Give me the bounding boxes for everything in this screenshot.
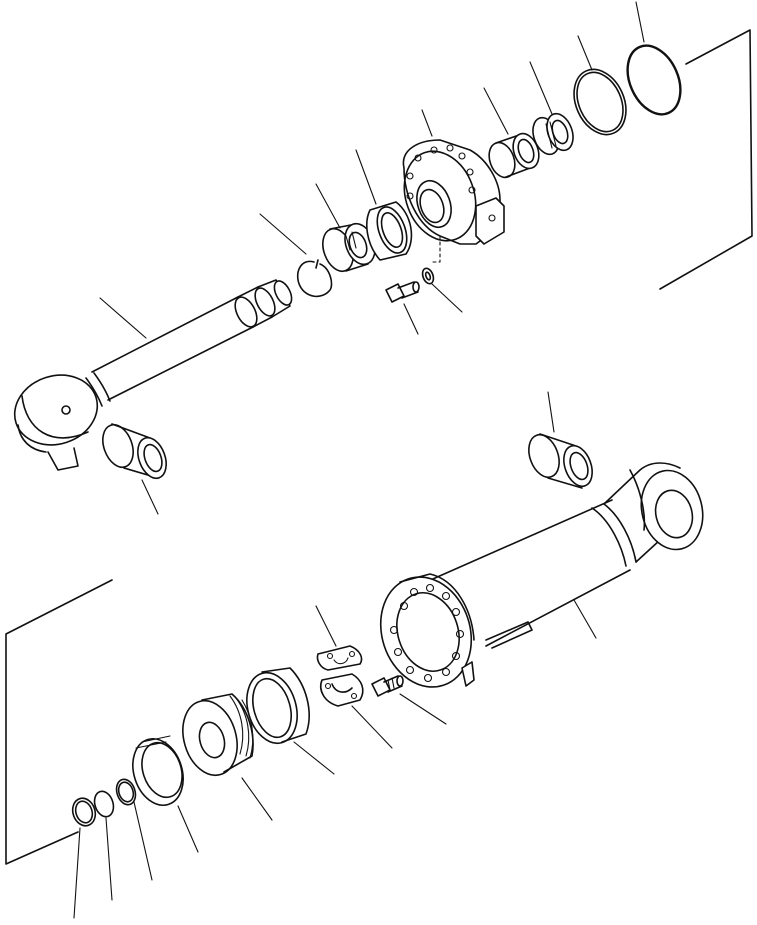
leader-piston-nut-half-lower xyxy=(351,705,393,749)
leader-nut-bolt xyxy=(399,693,447,725)
leader-ring-1 xyxy=(73,827,81,919)
piston-nut-half-upper xyxy=(316,645,363,671)
leader-snap-ring xyxy=(259,213,307,255)
leader-rod-end-bushing xyxy=(141,479,159,515)
leader-o-ring-large xyxy=(635,1,645,43)
leader-piston-ring xyxy=(177,805,199,853)
leader-piston xyxy=(241,777,273,821)
o-ring-large xyxy=(626,44,682,116)
piston-ring xyxy=(132,735,184,806)
leader-piston-rod xyxy=(99,297,147,339)
leader-cylinder-tube xyxy=(573,599,597,639)
group-bracket-lower xyxy=(5,579,113,865)
piston-nut-half-lower xyxy=(320,673,364,707)
leader-dust-seal xyxy=(529,61,553,115)
leader-cylinder-head xyxy=(421,109,433,137)
leader-bottom-bushing xyxy=(547,391,555,433)
cylinder-tube xyxy=(379,462,704,688)
ring-1 xyxy=(71,797,97,827)
rod-end-bushing xyxy=(102,423,167,480)
leader-head-washer xyxy=(431,283,463,313)
piston-rod xyxy=(13,279,293,471)
ring-3 xyxy=(115,778,137,806)
head-bolt xyxy=(385,281,420,303)
ring-2 xyxy=(93,790,115,818)
backup-ring xyxy=(573,68,627,136)
bottom-bushing xyxy=(528,433,593,489)
piston xyxy=(182,693,254,777)
head-bushing xyxy=(488,132,540,179)
leader-ring-2 xyxy=(105,817,113,901)
leader-piston-nut-half-upper xyxy=(315,605,337,647)
leader-rod-bushing xyxy=(355,149,377,205)
wear-ring xyxy=(246,667,310,745)
leader-rod-packing xyxy=(315,183,341,229)
leader-ring-3 xyxy=(133,801,153,881)
cylinder-head xyxy=(402,139,505,263)
leader-head-bolt xyxy=(403,303,419,335)
leader-wear-ring xyxy=(293,741,335,775)
dust-seal xyxy=(532,112,574,156)
head-washer xyxy=(421,267,435,285)
leader-head-bushing xyxy=(483,87,509,135)
nut-bolt xyxy=(371,675,404,697)
leader-backup-ring xyxy=(577,35,593,71)
rod-bushing xyxy=(366,201,413,261)
snap-ring xyxy=(296,259,333,298)
group-bracket-upper xyxy=(659,29,753,290)
